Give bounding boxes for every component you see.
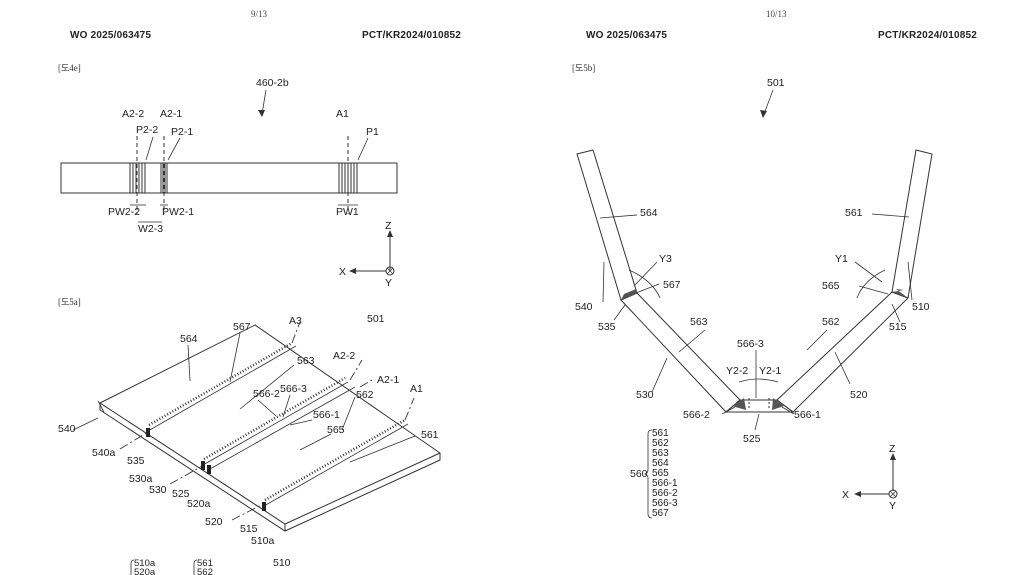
right-patent-page: 10/13 WO 2025/063475 PCT/KR2024/010852 [… [512,0,1024,575]
axis-z: Z [889,443,896,455]
figure-5b-label: [도5b] [572,63,596,73]
axis-x: X [842,489,849,501]
label-540: 540 [58,423,76,435]
group-item: 563 [652,448,669,459]
label-y2-2: Y2-2 [726,365,748,377]
group-item: 567 [652,508,669,519]
label-530a: 530a [129,473,153,485]
legend-item: 510a [134,558,156,569]
ref-501: 501 [767,77,785,89]
pattern-p2-2 [129,163,146,193]
label-566-3: 566-3 [280,383,307,395]
label-563: 563 [690,316,708,328]
label-p2-1: P2-1 [171,126,193,138]
figure-4e-label: [도4e] [58,63,81,73]
label-530: 530 [636,389,654,401]
group-item: 561 [652,428,669,439]
pattern-p2-1 [160,163,168,193]
application-number: PCT/KR2024/010852 [878,30,978,41]
label-525: 525 [743,433,761,445]
label-515: 515 [240,523,258,535]
label-y3: Y3 [659,253,672,265]
label-564: 564 [640,207,658,219]
label-a1-5a: A1 [410,383,423,395]
label-564: 564 [180,333,198,345]
label-501: 501 [367,313,385,325]
label-pw2-1: PW2-1 [162,206,194,218]
label-540: 540 [575,301,593,313]
label-535: 535 [127,455,145,467]
label-567: 567 [663,279,681,291]
axis-indicator-5b [854,453,898,499]
label-520: 520 [205,516,223,528]
publication-number: WO 2025/063475 [586,30,668,41]
label-540a: 540a [92,447,116,459]
label-566-1: 566-1 [313,409,340,421]
label-566-2: 566-2 [253,388,280,400]
label-p2-2: P2-2 [136,124,158,136]
label-a2-1: A2-1 [160,108,182,120]
label-a2-2: A2-2 [122,108,144,120]
label-562: 562 [356,389,374,401]
label-567: 567 [233,321,251,333]
label-a1: A1 [336,108,349,120]
label-525: 525 [172,488,190,500]
label-a2-1-5a: A2-1 [377,374,399,386]
group-item: 566-1 [652,478,678,489]
group-item: 566-3 [652,498,678,509]
label-561: 561 [421,429,439,441]
ref-460-2b: 460-2b [256,77,289,89]
label-w2-3: W2-3 [138,223,163,235]
label-510: 510 [912,301,930,313]
label-565: 565 [327,424,345,436]
label-y1: Y1 [835,253,848,265]
left-patent-page: 9/13 WO 2025/063475 PCT/KR2024/010852 [도… [58,9,462,575]
label-a2-2-5a: A2-2 [333,350,355,362]
label-pw2-2: PW2-2 [108,206,140,218]
label-562: 562 [822,316,840,328]
publication-number: WO 2025/063475 [70,30,152,41]
page-number: 9/13 [251,9,268,19]
label-y2-1: Y2-1 [759,365,781,377]
figure-4e-drawing: 460-2b [60,77,398,289]
legend-item: 520a [134,567,156,575]
label-520: 520 [850,389,868,401]
label-p1: P1 [366,126,379,138]
axis-indicator-4e [349,230,395,276]
label-565: 565 [822,280,840,292]
label-510a: 510a [251,535,275,547]
axis-y: Y [889,500,896,512]
axis-y: Y [385,277,392,289]
group-item: 564 [652,458,669,469]
folded-device [576,149,933,413]
label-520a: 520a [187,498,211,510]
strip-outline [60,162,398,194]
label-535: 535 [598,321,616,333]
axis-z: Z [385,220,392,232]
label-pw1: PW1 [336,206,359,218]
figure-5a-label: [도5a] [58,297,81,307]
group-item: 562 [652,438,669,449]
application-number: PCT/KR2024/010852 [362,30,462,41]
label-530: 530 [149,484,167,496]
label-a3: A3 [289,315,302,327]
label-566-2: 566-2 [683,409,710,421]
figure-5a-drawing: 564 567 A3 501 563 A2-2 566-2 566-3 A2-1… [58,313,442,575]
page-number: 10/13 [766,9,787,19]
figure-5b-drawing: 501 [575,77,933,519]
legend-item: 562 [197,567,213,575]
label-561: 561 [845,207,863,219]
label-566-3: 566-3 [737,338,764,350]
label-510: 510 [273,557,291,569]
label-515: 515 [889,321,907,333]
label-566-1: 566-1 [794,409,821,421]
group-item: 566-2 [652,488,678,499]
label-563: 563 [297,355,315,367]
group-item: 565 [652,468,669,479]
group-label-560: 560 [630,468,648,480]
legend-item: 561 [197,558,213,569]
axis-x: X [339,266,346,278]
